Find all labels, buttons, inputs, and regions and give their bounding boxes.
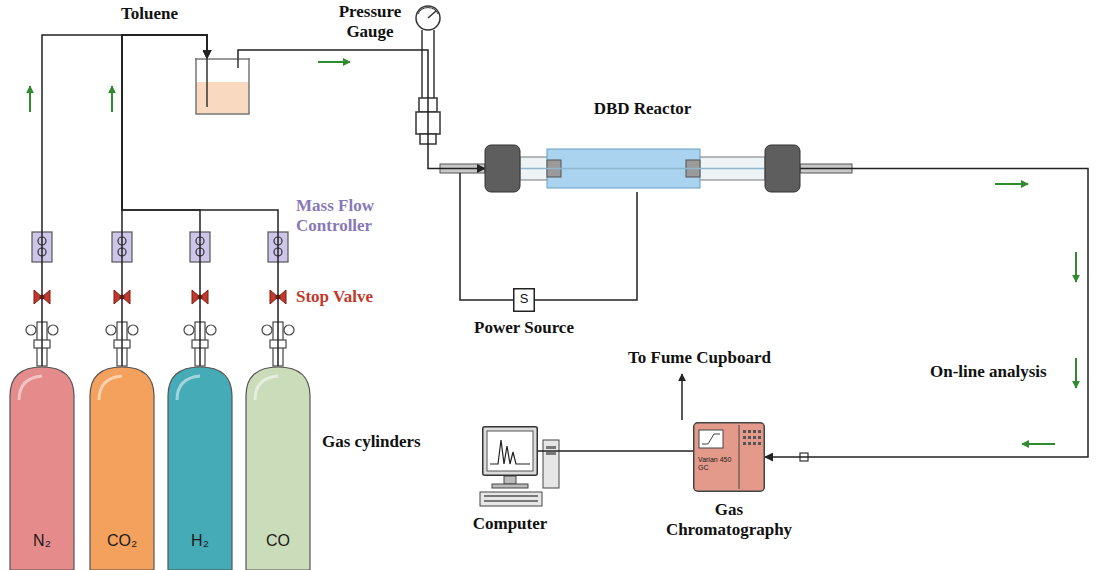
end-cap — [765, 145, 800, 192]
node-heading: Toluene — [121, 4, 178, 24]
gas-line — [122, 35, 207, 366]
gc-key — [753, 436, 756, 439]
cylinder-highlight — [177, 376, 200, 400]
vessel-outline — [195, 58, 250, 115]
node-text: CO — [245, 532, 311, 550]
node-text: H₂ — [167, 532, 233, 550]
gas-line — [122, 35, 278, 366]
gas-line — [238, 50, 485, 169]
dip-tube — [206, 58, 208, 107]
annotation-label: On-line analysis — [930, 362, 1047, 382]
cylinder-highlight — [19, 376, 42, 400]
node-text: S — [513, 288, 535, 310]
computer-monitor: Computer — [482, 426, 538, 476]
cylinder-highlight — [99, 376, 122, 400]
cylinder-body — [246, 367, 310, 570]
dbd-reactor: DBD Reactor — [485, 145, 800, 192]
gc-housing — [694, 423, 765, 492]
gc-key — [748, 436, 751, 439]
monitor-frame — [483, 427, 538, 476]
node-text: N₂ — [9, 532, 75, 550]
power-source: SPower Source — [513, 288, 535, 312]
power-box — [514, 289, 535, 312]
gc-key — [743, 436, 746, 439]
gc-key — [758, 436, 761, 439]
node-heading: Computer — [473, 514, 548, 534]
node-heading: Power Source — [474, 318, 574, 338]
node-text: Varian 450 GC — [698, 456, 738, 472]
gas-cylinder: N₂ — [9, 366, 75, 570]
gc-key — [753, 430, 756, 433]
valve-handle — [26, 325, 36, 335]
annotation-label: Pressure Gauge — [330, 2, 410, 43]
gc-trace — [702, 434, 720, 444]
cylinder-body — [90, 367, 154, 570]
gas-control-train — [26, 232, 294, 366]
gc-key — [743, 430, 746, 433]
valve-handle — [106, 325, 116, 335]
toluene-bubbler: Toluene — [195, 58, 250, 115]
inner-electrode — [520, 168, 765, 170]
monitor-screen — [487, 431, 533, 471]
valve-handle — [48, 325, 58, 335]
gas-cylinder: CO₂ — [89, 366, 155, 570]
exhaust-arrow — [681, 374, 683, 420]
gas-cylinder: CO — [245, 366, 311, 570]
gas-line — [42, 35, 207, 366]
node-heading: Gas Chromatography — [662, 500, 797, 541]
gas-line — [122, 35, 207, 366]
outlet-tube — [237, 58, 239, 68]
dbd-outline — [485, 145, 800, 192]
gc-key — [748, 430, 751, 433]
valve-handle — [128, 325, 138, 335]
valve-handle — [262, 325, 272, 335]
chromatogram-peaks — [490, 440, 530, 464]
valve-handle — [284, 325, 294, 335]
vessel-wall — [196, 58, 249, 114]
toluene-liquid — [196, 82, 249, 114]
cylinder-body — [168, 367, 232, 570]
gc-display — [699, 430, 723, 448]
gas-line — [535, 192, 637, 300]
annotation-label: Gas cylinders — [322, 432, 421, 452]
end-cap — [485, 145, 520, 192]
gc-key — [748, 442, 751, 445]
node-text: CO₂ — [89, 532, 155, 550]
cylinder-highlight — [255, 376, 278, 400]
annotation-label: Mass Flow Controller — [296, 196, 408, 237]
pc-outline — [482, 426, 538, 476]
gas-line — [538, 450, 693, 452]
gas-chromatograph: Varian 450 GCGas Chromatography — [693, 422, 765, 492]
annotation-label: Stop Valve — [296, 287, 373, 307]
gc-key — [758, 442, 761, 445]
valve-handle — [206, 325, 216, 335]
gas-line — [765, 169, 1088, 458]
cylinder-body — [10, 367, 74, 570]
gc-key — [743, 442, 746, 445]
gc-divider — [739, 425, 740, 489]
gc-key — [753, 442, 756, 445]
vessel-lid — [195, 58, 250, 60]
node-heading: DBD Reactor — [594, 99, 692, 119]
gc-key — [758, 430, 761, 433]
valve-handle — [184, 325, 194, 335]
annotation-label: To Fume Cupboard — [628, 348, 771, 368]
gas-cylinder: H₂ — [167, 366, 233, 570]
